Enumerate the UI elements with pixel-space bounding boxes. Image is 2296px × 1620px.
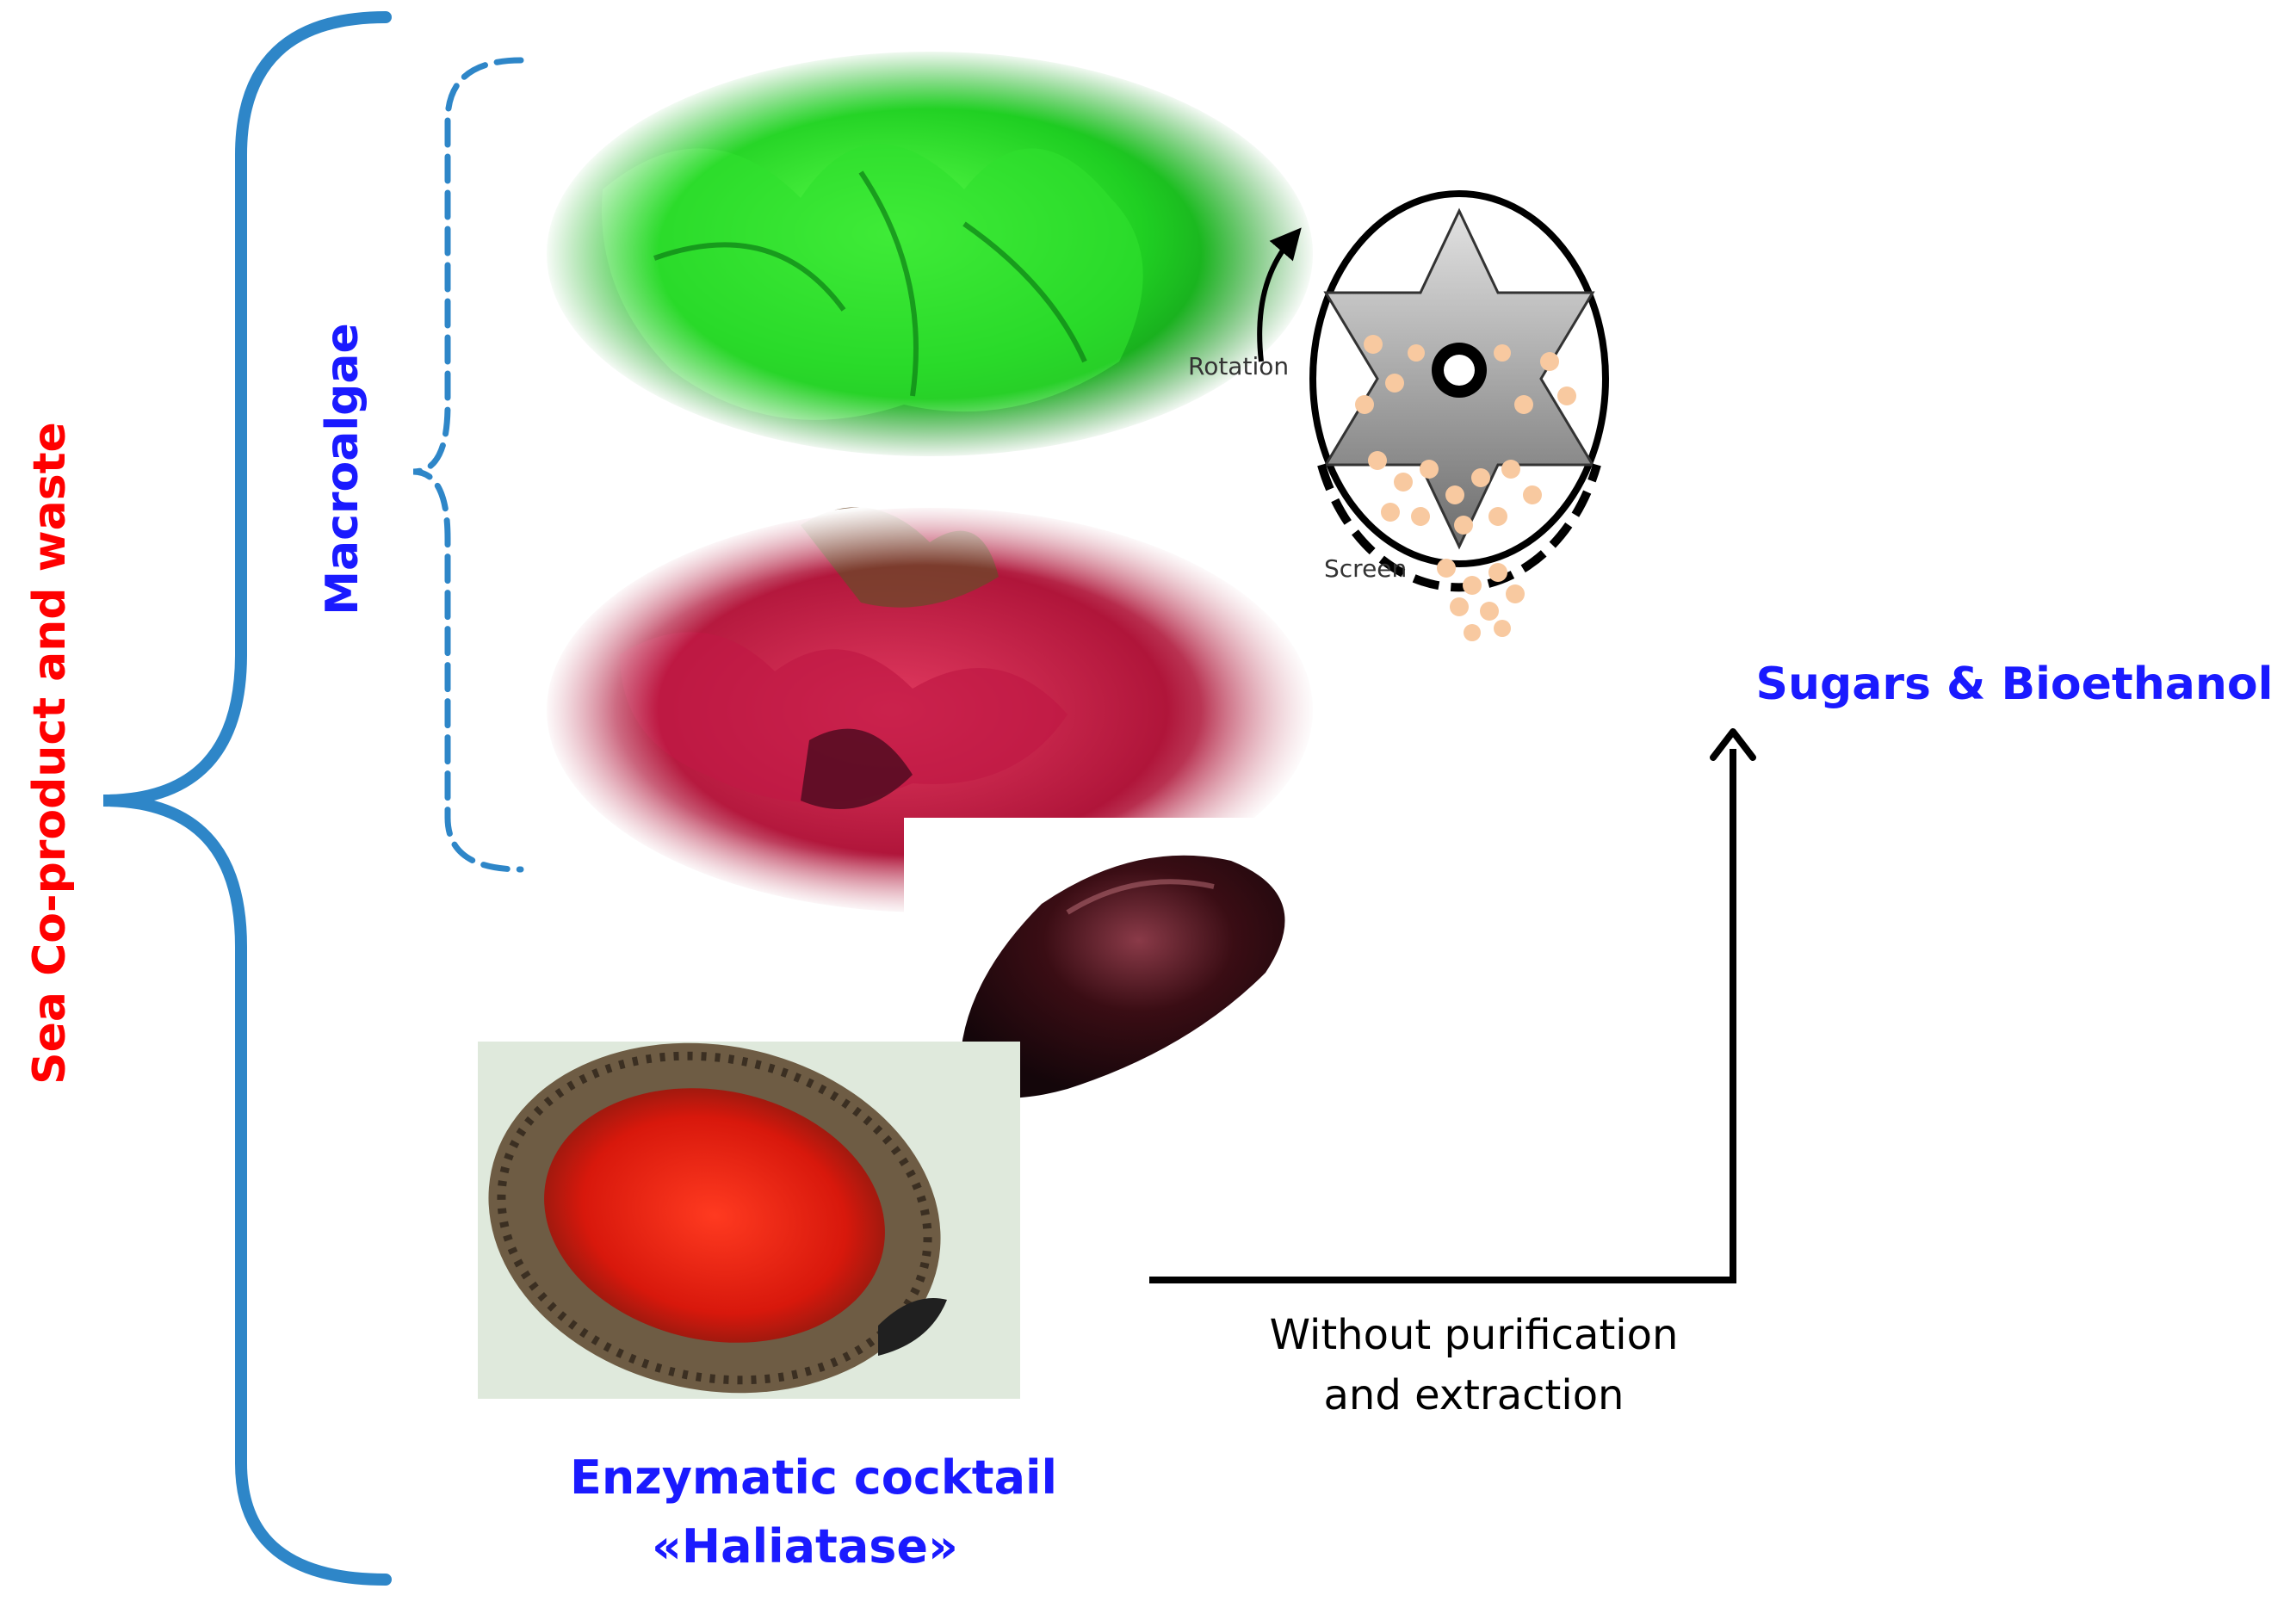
green-alga-photo xyxy=(542,47,1317,461)
enzyme-label-line1: Enzymatic cocktail xyxy=(570,1450,1057,1505)
abalone-photo xyxy=(478,1042,1020,1399)
red-alga-photo xyxy=(542,504,1317,917)
process-label-line1: Without purification xyxy=(1270,1311,1679,1359)
mill-rotation-label: Rotation xyxy=(1188,352,1289,380)
inner-brace xyxy=(412,57,524,873)
mill-screen-label: Screen xyxy=(1324,554,1407,583)
screen-arc xyxy=(1317,463,1601,592)
particles xyxy=(1355,335,1576,641)
outer-group-label: Sea Co-product and waste xyxy=(24,422,76,1085)
process-arrow xyxy=(1149,749,1736,1283)
mussel-photo xyxy=(904,818,1291,1123)
outer-brace xyxy=(102,11,392,1586)
rotation-arrow xyxy=(1257,227,1302,362)
process-label-line2: and extraction xyxy=(1324,1371,1625,1419)
process-arrow-head xyxy=(1710,728,1756,761)
inner-group-label: Macroalgae xyxy=(317,323,368,615)
product-label: Sugars & Bioethanol xyxy=(1756,659,2274,710)
enzyme-label-line2: «Haliatase» xyxy=(652,1519,958,1574)
rotor-mill-schematic: Rotation Screen xyxy=(1188,190,1609,641)
